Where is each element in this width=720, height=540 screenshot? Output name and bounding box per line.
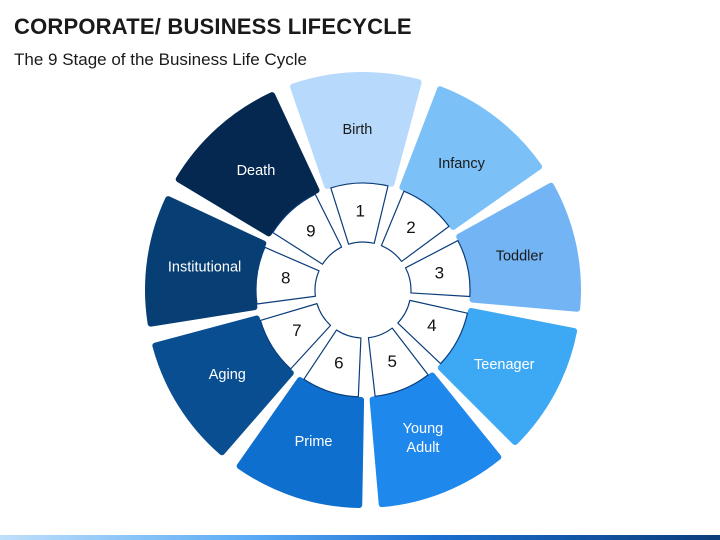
stage-segment-infancy xyxy=(399,86,543,230)
stage-number-segment-5 xyxy=(367,327,429,397)
stage-segment-birth xyxy=(290,72,422,189)
stage-number-segment-8 xyxy=(255,246,320,305)
stage-label-birth: Birth xyxy=(343,122,373,138)
stage-segment-toddler xyxy=(456,182,581,312)
stage-number-7: 7 xyxy=(292,321,301,340)
stage-number-segment-6 xyxy=(303,329,362,398)
stage-label-aging: Aging xyxy=(209,367,246,383)
stage-segment-death xyxy=(175,92,320,237)
stage-number-3: 3 xyxy=(435,263,444,282)
stage-label-toddler: Toddler xyxy=(496,249,544,265)
stage-number-5: 5 xyxy=(387,352,396,371)
bottom-accent-bar xyxy=(0,535,720,540)
stage-number-1: 1 xyxy=(356,202,365,221)
stage-label-death: Death xyxy=(237,163,276,179)
stage-number-8: 8 xyxy=(281,269,290,288)
page-title: CORPORATE/ BUSINESS LIFECYCLE xyxy=(14,14,412,39)
stage-segment-young-adult xyxy=(369,372,502,508)
stage-number-segment-4 xyxy=(397,299,469,365)
stage-segment-aging xyxy=(152,315,294,456)
stage-label-teenager: Teenager xyxy=(474,357,535,373)
stage-number-segment-3 xyxy=(404,239,471,298)
stage-number-6: 6 xyxy=(334,354,343,373)
stage-label-prime: Prime xyxy=(295,434,333,450)
stage-segment-institutional xyxy=(145,196,267,327)
stage-number-4: 4 xyxy=(427,316,436,335)
stage-number-segment-7 xyxy=(259,303,332,370)
stage-number-2: 2 xyxy=(406,218,415,237)
page-subtitle: The 9 Stage of the Business Life Cycle xyxy=(14,50,307,69)
stage-segment-prime xyxy=(236,377,365,508)
stage-label-institutional: Institutional xyxy=(168,260,241,276)
stage-number-segment-2 xyxy=(380,190,450,263)
stage-label-infancy: Infancy xyxy=(438,156,485,172)
stage-number-segment-1 xyxy=(330,182,389,245)
stage-segment-teenager xyxy=(437,307,578,446)
stage-number-9: 9 xyxy=(306,222,315,241)
stage-number-segment-9 xyxy=(272,193,343,265)
